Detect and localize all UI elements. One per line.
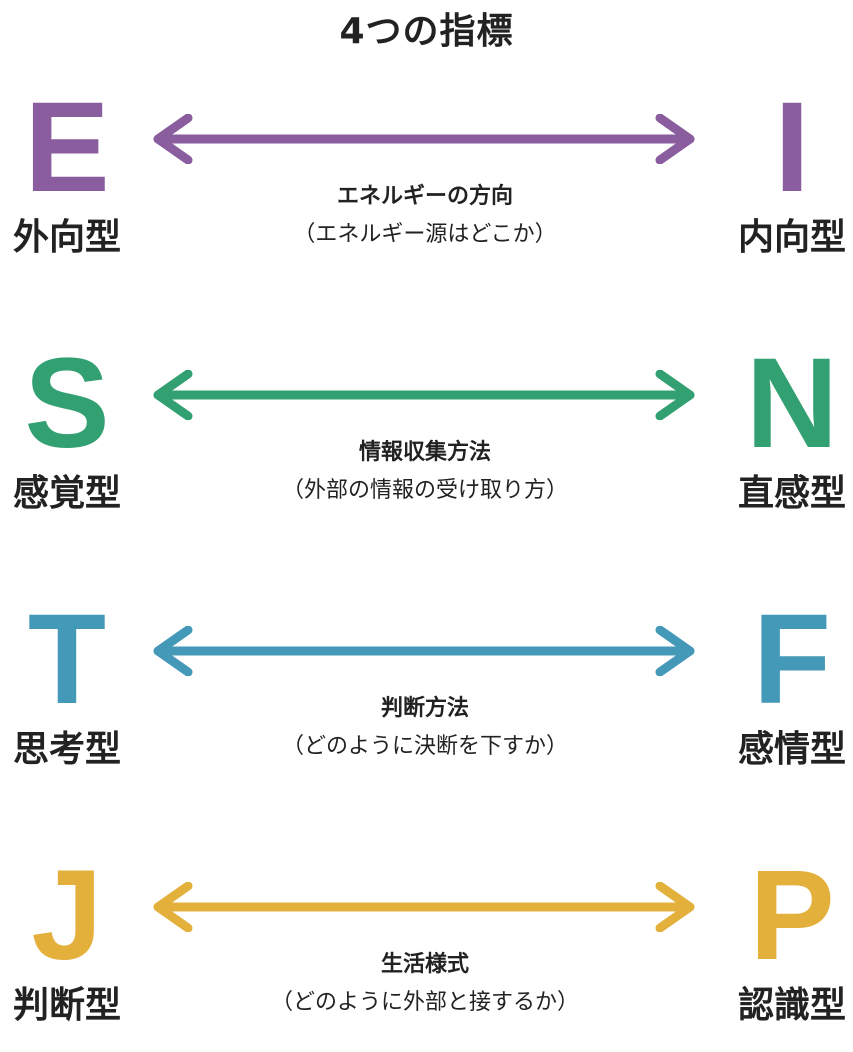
- axis-name: 判断方法: [380, 696, 469, 721]
- left-type-label: 判断型: [12, 985, 121, 1026]
- right-type-label: 認識型: [737, 985, 846, 1026]
- right-letter: P: [749, 844, 835, 987]
- axis-description: （どのように外部と接するか）: [270, 990, 579, 1015]
- indicator-row-information: S 感覚型 情報収集方法 （外部の情報の受け取り方） N 直感型: [0, 340, 853, 540]
- right-type-label: 内向型: [737, 217, 846, 258]
- right-letter: N: [745, 332, 839, 475]
- left-type-label: 感覚型: [12, 473, 121, 514]
- right-type-label: 直感型: [737, 473, 846, 514]
- axis-name: 生活様式: [380, 952, 469, 977]
- indicator-row-judgment: T 思考型 判断方法 （どのように決断を下すか） F 感情型: [0, 596, 853, 796]
- indicator-row-lifestyle: J 判断型 生活様式 （どのように外部と接するか） P 認識型: [0, 852, 853, 1052]
- diagram-title: 4つの指標: [339, 11, 514, 52]
- left-letter: S: [24, 332, 110, 475]
- left-type-label: 思考型: [12, 729, 121, 770]
- axis-name: 情報収集方法: [358, 440, 491, 465]
- right-letter: I: [774, 76, 810, 219]
- indicator-row-energy: E 外向型 エネルギーの方向 （エネルギー源はどこか） I 内向型: [0, 84, 853, 284]
- axis-description: （どのように決断を下すか）: [281, 734, 568, 759]
- axis-description: （エネルギー源はどこか）: [293, 222, 557, 247]
- axis-name: エネルギーの方向: [336, 184, 513, 209]
- right-type-label: 感情型: [737, 729, 846, 770]
- double-arrow-icon: [153, 882, 695, 932]
- left-letter: J: [31, 844, 103, 987]
- double-arrow-icon: [153, 626, 695, 676]
- left-letter: T: [27, 588, 107, 731]
- right-letter: F: [752, 588, 832, 731]
- double-arrow-icon: [153, 370, 695, 420]
- axis-description: （外部の情報の受け取り方）: [281, 478, 568, 503]
- double-arrow-icon: [153, 114, 695, 164]
- left-type-label: 外向型: [12, 217, 121, 258]
- left-letter: E: [24, 76, 110, 219]
